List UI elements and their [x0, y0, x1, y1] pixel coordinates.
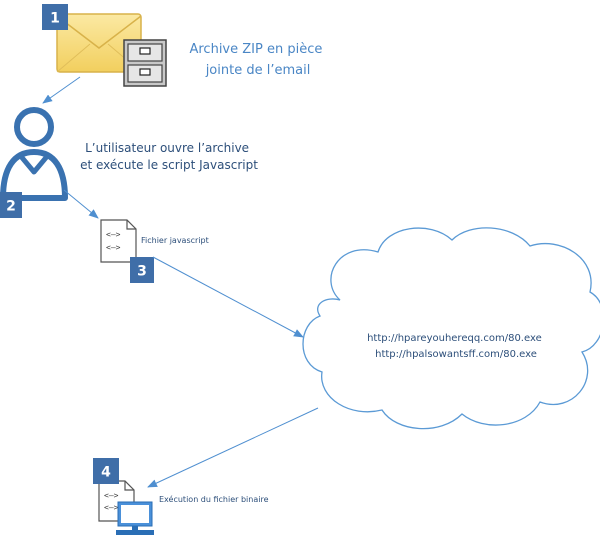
cloud-icon: [302, 227, 600, 430]
step-4-badge: 4: [93, 458, 119, 484]
cloud-url-1: http://hpareyouhereqq.com/80.exe: [367, 333, 542, 344]
step-3-label: Fichier javascript: [141, 236, 209, 245]
svg-text:<—>: <—>: [106, 230, 121, 239]
user-icon: [0, 107, 68, 201]
step-2-label: L’utilisateur ouvre l’archive et exécute…: [80, 141, 258, 172]
arrow-cloud-to-step4: [147, 407, 319, 488]
step-2-number: 2: [6, 199, 16, 215]
step-1-badge: 1: [42, 4, 68, 30]
script-file-icon: <—> <—>: [100, 219, 137, 263]
arrow-step3-to-cloud: [152, 256, 304, 338]
arrow-step1-to-step2: [42, 76, 81, 104]
cloud-url-2: http://hpalsowantsff.com/80.exe: [375, 349, 537, 360]
svg-text:<—>: <—>: [104, 491, 119, 500]
step-1-label: Archive ZIP en pièce jointe de l’email: [189, 42, 326, 78]
arrow-step2-to-step3: [63, 189, 99, 219]
svg-text:<—>: <—>: [104, 503, 119, 512]
step-4-number: 4: [101, 465, 111, 481]
step-1-number: 1: [50, 11, 60, 27]
svg-text:<—>: <—>: [106, 243, 121, 252]
cabinet-icon: [123, 39, 167, 87]
computer-icon: [116, 501, 154, 535]
step-4-label: Exécution du fichier binaire: [159, 494, 269, 504]
step-3-number: 3: [137, 264, 147, 280]
cloud-url-list: http://hpareyouhereqq.com/80.exe http://…: [367, 333, 545, 360]
step-3-badge: 3: [130, 257, 154, 283]
step-2-badge: 2: [0, 192, 22, 218]
